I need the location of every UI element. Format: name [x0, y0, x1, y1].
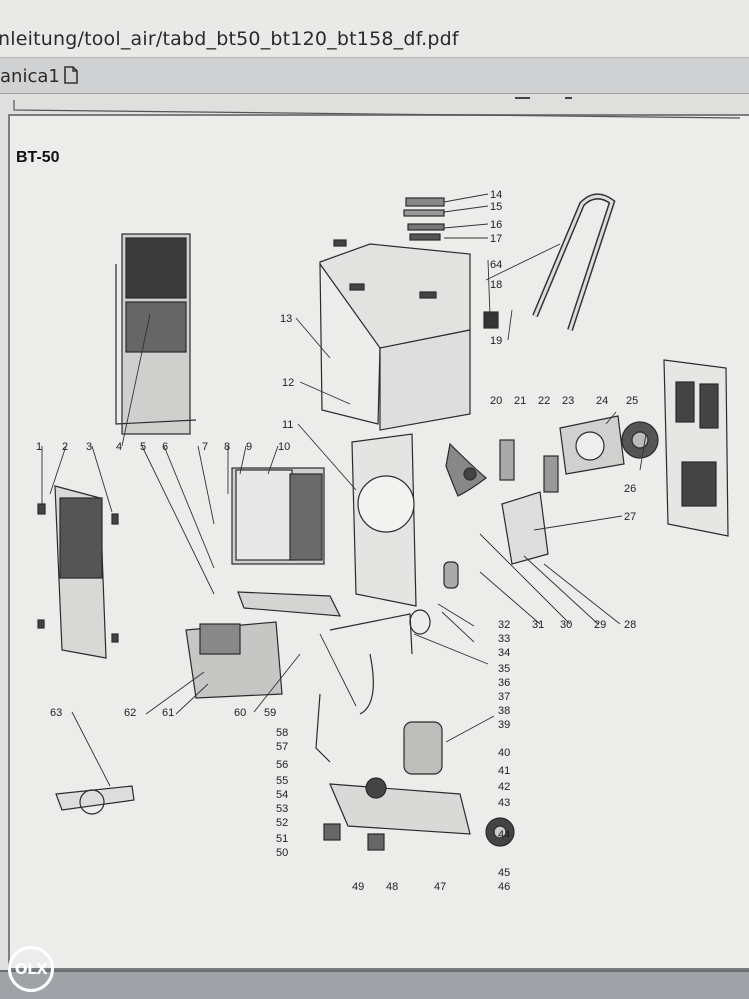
part-label: 49 — [352, 881, 364, 893]
part-label: 45 — [498, 867, 510, 879]
part-label: 54 — [276, 789, 288, 801]
part-label: 37 — [498, 691, 510, 703]
part-label: 57 — [276, 741, 288, 753]
part-label: 19 — [490, 335, 502, 347]
part-label: 2 — [62, 441, 68, 453]
part-label: 24 — [596, 395, 608, 407]
part-label: 15 — [490, 201, 502, 213]
part-label: 44 — [498, 829, 510, 841]
part-label: 60 — [234, 707, 246, 719]
part-label: 5 — [140, 441, 146, 453]
part-label: 9 — [246, 441, 252, 453]
part-label: 13 — [280, 313, 292, 325]
part-label: 20 — [490, 395, 502, 407]
part-label: 46 — [498, 881, 510, 893]
part-label: 38 — [498, 705, 510, 717]
parts-drawing — [37, 193, 729, 851]
part-label: 29 — [594, 619, 606, 631]
part-number-labels: 1 2 3 4 5 6 7 8 9 10 11 12 13 14 15 16 1… — [36, 189, 638, 893]
part-label: 52 — [276, 817, 288, 829]
part-label: 40 — [498, 747, 510, 759]
address-url[interactable]: nleitung/tool_air/tabd_bt50_bt120_bt158_… — [0, 28, 459, 50]
part-label: 18 — [490, 279, 502, 291]
part-label: 21 — [514, 395, 526, 407]
part-label: 10 — [278, 441, 290, 453]
part-label: 32 — [498, 619, 510, 631]
part-label: 23 — [562, 395, 574, 407]
part-label: 34 — [498, 647, 510, 659]
leader-lines — [41, 193, 647, 787]
tab-title[interactable]: anica1 — [0, 66, 60, 87]
part-label: 42 — [498, 781, 510, 793]
part-label: 6 — [162, 441, 168, 453]
part-label: 14 — [490, 189, 502, 201]
part-label: 61 — [162, 707, 174, 719]
watermark-logo: OLX — [8, 946, 54, 992]
exploded-parts-diagram: BT-50 — [13, 97, 741, 893]
part-label: 50 — [276, 847, 288, 859]
part-label: 26 — [624, 483, 636, 495]
part-label: 25 — [626, 395, 638, 407]
part-label: 28 — [624, 619, 636, 631]
part-label: 62 — [124, 707, 136, 719]
part-label: 47 — [434, 881, 446, 893]
part-label: 48 — [386, 881, 398, 893]
part-label: 4 — [116, 441, 122, 453]
part-label: 63 — [50, 707, 62, 719]
part-label: 27 — [624, 511, 636, 523]
part-label: 55 — [276, 775, 288, 787]
part-label: 11 — [282, 419, 293, 431]
tab-bar: anica1 — [0, 58, 749, 94]
part-label: 56 — [276, 759, 288, 771]
part-label: 43 — [498, 797, 510, 809]
taskbar — [0, 970, 749, 999]
part-label: 12 — [282, 377, 294, 389]
part-label: 22 — [538, 395, 550, 407]
part-label: 58 — [276, 727, 288, 739]
part-label: 59 — [264, 707, 276, 719]
part-label: 41 — [498, 765, 510, 777]
part-label: 16 — [490, 219, 502, 231]
part-label: 17 — [490, 233, 502, 245]
diagram-title: BT-50 — [16, 149, 60, 166]
part-label: 33 — [498, 633, 510, 645]
part-label: 3 — [86, 441, 92, 453]
part-label: 53 — [276, 803, 288, 815]
address-bar[interactable]: nleitung/tool_air/tabd_bt50_bt120_bt158_… — [0, 0, 749, 58]
part-label: 1 — [36, 441, 42, 453]
document-icon[interactable] — [64, 66, 78, 84]
part-label: 36 — [498, 677, 510, 689]
part-label: 7 — [202, 441, 208, 453]
part-label: 35 — [498, 663, 510, 675]
part-label: 51 — [276, 833, 288, 845]
part-label: 31 — [532, 619, 544, 631]
part-label: 8 — [224, 441, 230, 453]
part-label: 64 — [490, 259, 502, 271]
part-label: 30 — [560, 619, 572, 631]
part-label: 39 — [498, 719, 510, 731]
